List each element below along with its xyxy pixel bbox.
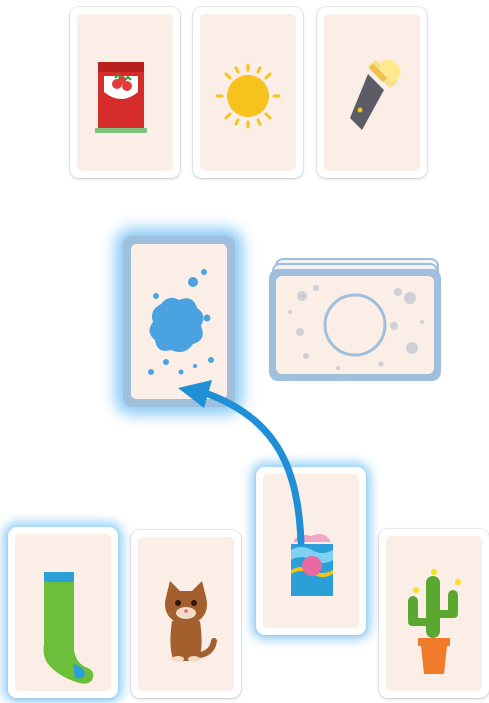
- card-face: [131, 244, 227, 399]
- card-face: [77, 14, 173, 171]
- flashlight-icon: [324, 14, 420, 171]
- sun-icon: [200, 14, 296, 171]
- card-face: [15, 534, 111, 691]
- card-face: [263, 474, 359, 628]
- water-splash-icon: [131, 244, 227, 399]
- cactus-icon: [386, 536, 482, 691]
- cat-icon: [138, 537, 234, 691]
- card-sun[interactable]: [193, 7, 303, 178]
- hand-card-cactus[interactable]: [379, 529, 489, 698]
- card-flashlight[interactable]: [317, 7, 427, 178]
- hand-card-sock[interactable]: [8, 527, 118, 698]
- discard-pile-card-water[interactable]: [123, 236, 235, 407]
- jam-jar-icon: [77, 14, 173, 171]
- hand-card-detergent[interactable]: [256, 467, 366, 635]
- card-face: [276, 276, 434, 374]
- deck-top-card: [269, 269, 441, 381]
- card-face: [386, 536, 482, 691]
- sock-icon: [15, 534, 111, 691]
- moon-crater-icon: [276, 276, 434, 374]
- hand-card-cat[interactable]: [131, 530, 241, 698]
- card-face: [200, 14, 296, 171]
- card-face: [138, 537, 234, 691]
- card-face: [324, 14, 420, 171]
- card-jam[interactable]: [70, 7, 180, 178]
- detergent-box-icon: [263, 474, 359, 628]
